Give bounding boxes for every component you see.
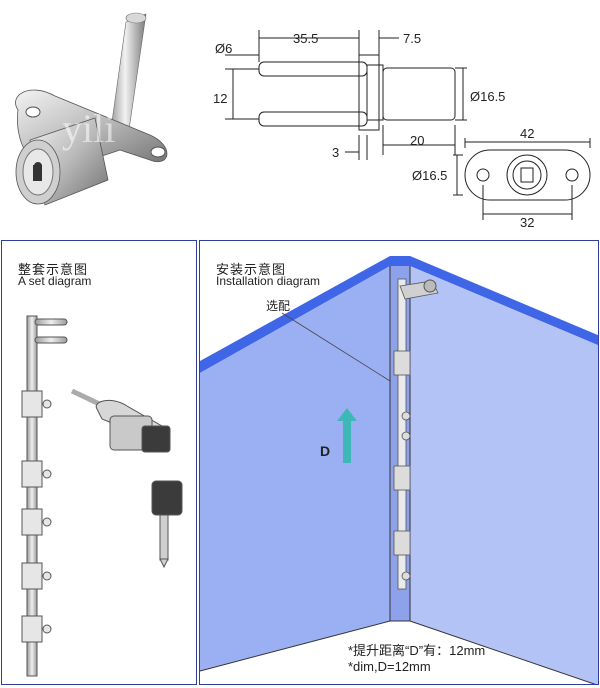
lift-label: D: [320, 443, 331, 459]
installation-diagram-panel: 安装示意图 Installation diagram 选配 D *提升距离“D”…: [199, 240, 599, 685]
dim-pin-diameter: Ø6: [215, 41, 233, 56]
dim-hole-spacing: 32: [520, 215, 535, 230]
dim-flange-offset: 3: [332, 145, 340, 160]
lift-note-cn: *提升距离“D”有：12mm: [348, 643, 486, 658]
dim-pin-spacing: 12: [213, 91, 228, 106]
set-diagram-panel: 整套示意图 A set diagram: [1, 240, 197, 685]
watermark: yili: [62, 106, 116, 151]
install-title-en: Installation diagram: [216, 274, 321, 288]
front-view: [453, 138, 591, 220]
side-view: [225, 30, 467, 160]
optional-label: 选配: [266, 299, 291, 313]
dim-body-diameter-front: Ø16.5: [412, 168, 448, 183]
set-diagram-title-en: A set diagram: [18, 274, 92, 288]
lift-note-en: *dim,D=12mm: [348, 659, 431, 674]
install-title-cn: 安装示意图: [216, 262, 287, 277]
set-diagram-title-cn: 整套示意图: [18, 262, 89, 277]
dim-flange-width: 42: [520, 126, 535, 141]
lift-arrow: [337, 408, 357, 463]
product-photo: yili: [0, 0, 190, 232]
technical-drawing: Ø6 35.5 7.5 12 Ø16.5 20 3 42 Ø16.5 32: [195, 0, 600, 232]
dim-flange-thickness: 7.5: [403, 31, 422, 46]
dim-body-diameter-side: Ø16.5: [470, 89, 506, 104]
dim-body-length: 20: [410, 133, 425, 148]
dim-pin-length: 35.5: [293, 31, 319, 46]
